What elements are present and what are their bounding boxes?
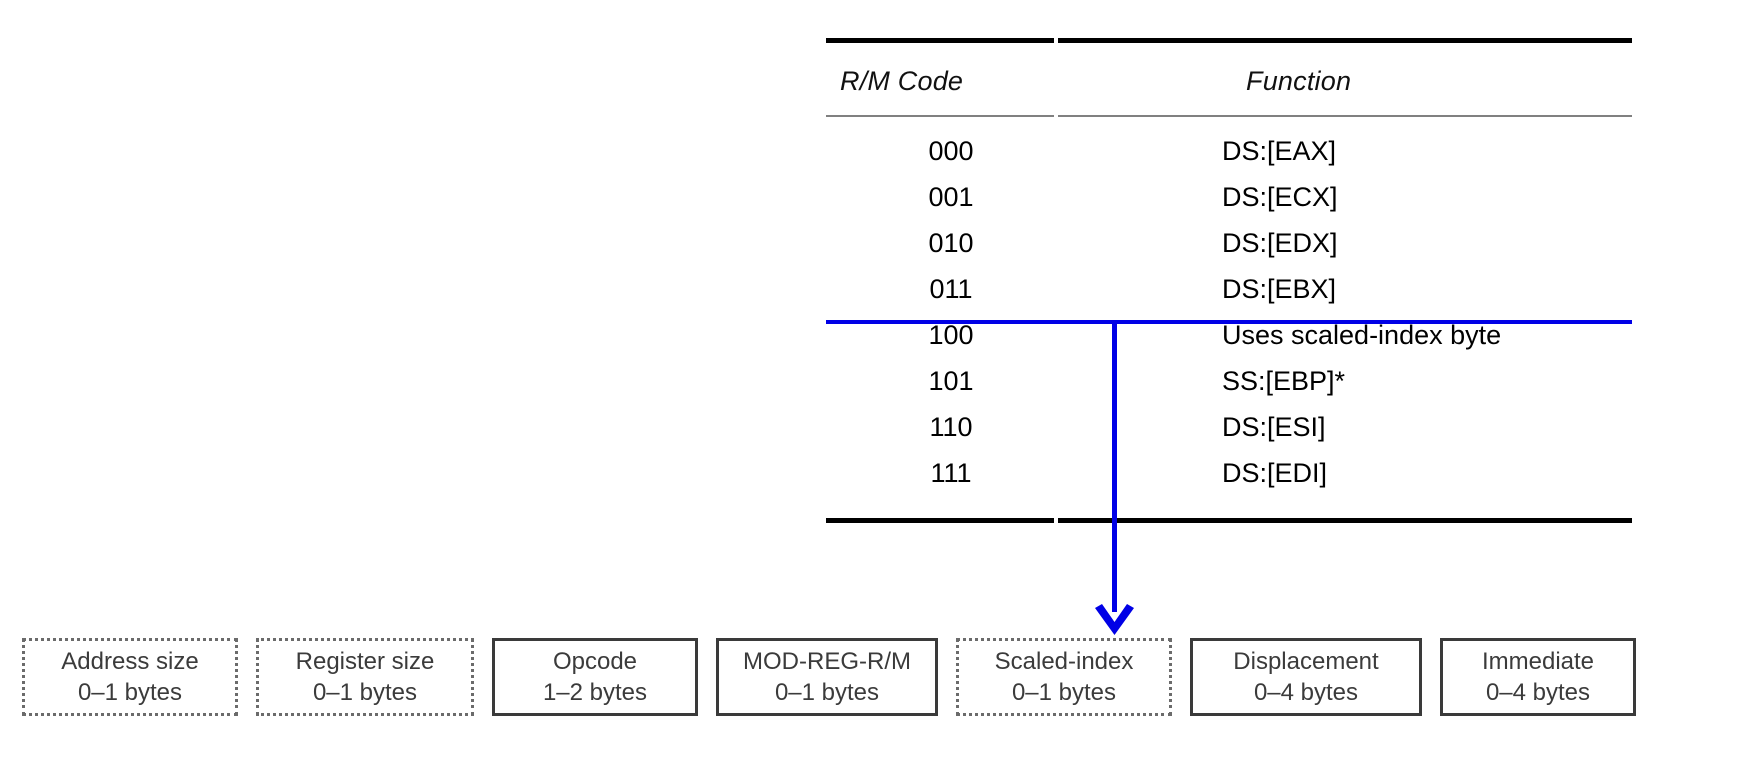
table-header-row: R/M Code Function (826, 52, 1632, 110)
column-header-function: Function (1246, 66, 1352, 96)
cell-function: DS:[EAX] (1222, 136, 1337, 166)
cell-function: DS:[EDI] (1222, 458, 1328, 488)
byte-field-address-size: Address size 0–1 bytes (22, 638, 238, 716)
cell-function: DS:[ECX] (1222, 182, 1338, 212)
byte-field-size: 0–4 bytes (1485, 679, 1591, 706)
cell-function: DS:[ESI] (1222, 412, 1326, 442)
byte-field-scaled-index: Scaled-index 0–1 bytes (956, 638, 1172, 716)
byte-field-size: 0–4 bytes (1253, 679, 1359, 706)
table-row: 111 DS:[EDI] (826, 450, 1632, 496)
instruction-format-byte-row: Address size 0–1 bytes Register size 0–1… (22, 638, 1728, 716)
cell-function: SS:[EBP]* (1222, 366, 1346, 396)
cell-rm-code: 111 (930, 458, 972, 488)
table-row: 101 SS:[EBP]* (826, 358, 1632, 404)
byte-field-label: MOD-REG-R/M (743, 648, 911, 675)
byte-field-mod-reg-rm: MOD-REG-R/M 0–1 bytes (716, 638, 938, 716)
table-row: 110 DS:[ESI] (826, 404, 1632, 450)
byte-field-size: 0–1 bytes (774, 679, 880, 706)
table-row: 001 DS:[ECX] (826, 174, 1632, 220)
byte-field-label: Register size (295, 648, 435, 675)
table-row: 011 DS:[EBX] (826, 266, 1632, 312)
annotation-highlight-line (826, 320, 1632, 324)
cell-rm-code: 100 (928, 320, 974, 350)
annotation-arrow-stem (1112, 324, 1117, 612)
table-header-rule (826, 115, 1632, 117)
byte-field-label: Scaled-index (994, 648, 1134, 675)
byte-field-register-size: Register size 0–1 bytes (256, 638, 474, 716)
byte-field-opcode: Opcode 1–2 bytes (492, 638, 698, 716)
cell-rm-code: 001 (928, 182, 974, 212)
column-header-rm-code: R/M Code (840, 66, 964, 96)
cell-rm-code: 110 (929, 412, 973, 442)
table-row: 010 DS:[EDX] (826, 220, 1632, 266)
byte-field-label: Displacement (1233, 648, 1379, 675)
table-row-highlighted: 100 Uses scaled-index byte (826, 312, 1632, 358)
cell-function: Uses scaled-index byte (1222, 320, 1502, 350)
cell-rm-code: 101 (928, 366, 974, 396)
table-bottom-rule (826, 518, 1632, 523)
cell-rm-code: 010 (928, 228, 974, 258)
rm-code-function-table: R/M Code Function 000 DS:[EAX] 001 DS:[E… (826, 30, 1632, 530)
cell-rm-code: 011 (929, 274, 973, 304)
table-row: 000 DS:[EAX] (826, 128, 1632, 174)
byte-field-size: 0–1 bytes (1011, 679, 1117, 706)
byte-field-immediate: Immediate 0–4 bytes (1440, 638, 1636, 716)
cell-function: DS:[EBX] (1222, 274, 1337, 304)
table-top-rule (826, 38, 1632, 43)
byte-field-size: 1–2 bytes (542, 679, 648, 706)
cell-function: DS:[EDX] (1222, 228, 1338, 258)
byte-field-label: Immediate (1481, 648, 1595, 675)
byte-field-size: 0–1 bytes (312, 679, 418, 706)
byte-field-label: Address size (61, 648, 199, 675)
annotation-arrow-head-icon (1092, 600, 1137, 636)
table-body: 000 DS:[EAX] 001 DS:[ECX] 010 DS:[EDX] 0… (826, 128, 1632, 496)
byte-field-label: Opcode (552, 648, 638, 675)
byte-field-size: 0–1 bytes (77, 679, 183, 706)
byte-field-displacement: Displacement 0–4 bytes (1190, 638, 1422, 716)
cell-rm-code: 000 (928, 136, 974, 166)
